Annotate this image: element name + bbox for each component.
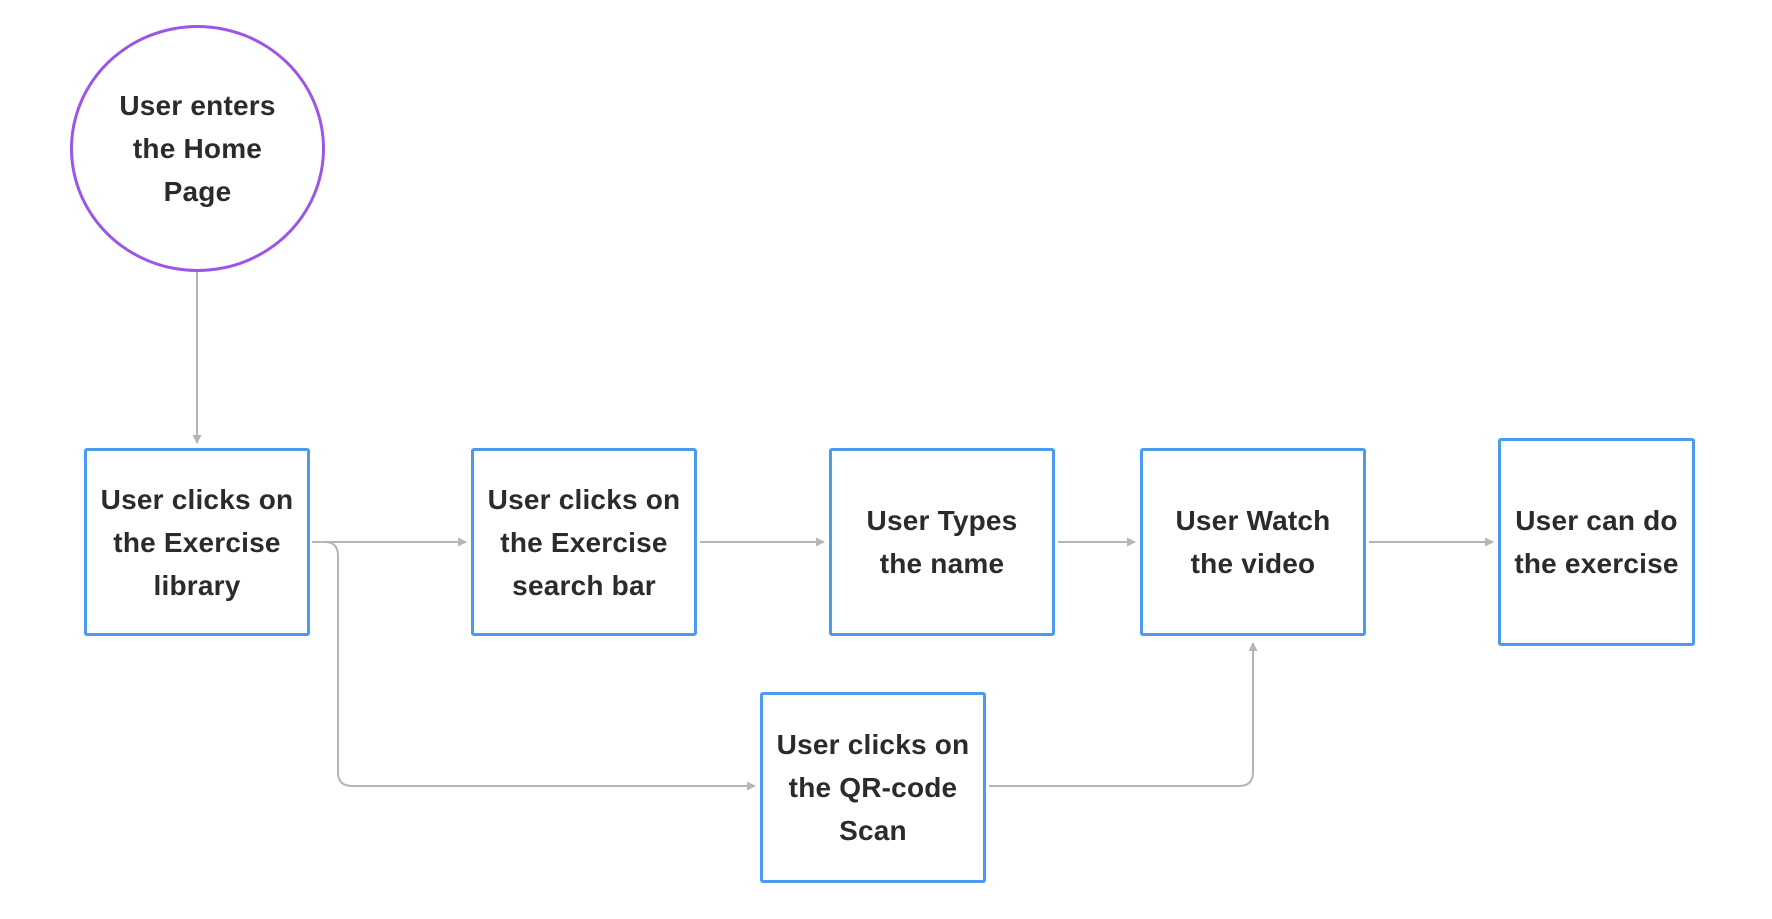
step-exercise-search-bar-label: User clicks on the Exercise search bar [487,483,681,601]
step-type-name-label: User Types the name [866,505,1018,579]
start-node-home-page: User enters the Home Page [70,25,325,272]
step-qr-code-scan: User clicks on the QR-code Scan [760,692,986,883]
step-do-exercise-label: User can do the exercise [1514,505,1679,579]
step-exercise-library: User clicks on the Exercise library [84,448,310,636]
step-qr-code-scan-label: User clicks on the QR-code Scan [776,729,970,846]
step-type-name: User Types the name [829,448,1055,636]
start-node-label: User enters the Home Page [119,90,276,207]
step-watch-video: User Watch the video [1140,448,1366,636]
step-do-exercise: User can do the exercise [1498,438,1695,646]
edge-qr-to-watch [989,642,1258,787]
step-exercise-library-label: User clicks on the Exercise library [100,483,294,601]
step-watch-video-label: User Watch the video [1175,505,1331,579]
step-exercise-search-bar: User clicks on the Exercise search bar [471,448,697,636]
